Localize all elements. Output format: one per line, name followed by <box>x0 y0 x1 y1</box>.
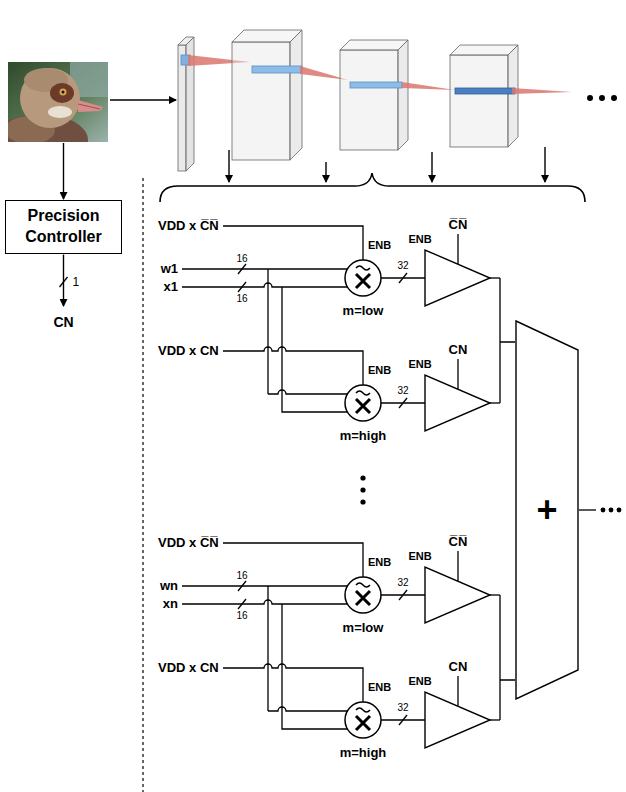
bus-width-slash <box>399 715 407 725</box>
mode-label: m=high <box>340 428 387 444</box>
continuation-dot <box>617 508 622 513</box>
supply-label: VDD x C̅N̅ <box>158 535 219 551</box>
bus-width: 16 <box>236 570 247 582</box>
control-signal: C̅N̅ <box>449 534 468 550</box>
control-wire <box>457 551 458 581</box>
multiply-cross <box>356 591 370 605</box>
signal-name: x1 <box>164 279 178 295</box>
enable-label: ENB <box>408 358 431 371</box>
bus-width-slash <box>399 273 407 283</box>
buffer-output <box>490 277 500 278</box>
enable-label: ENB <box>368 681 391 694</box>
bus-width: 32 <box>397 702 408 714</box>
supply-wire <box>223 347 363 385</box>
continuation-dots <box>587 95 617 101</box>
dashed-divider <box>142 178 143 792</box>
multiplier-symbol <box>345 385 381 421</box>
bus-width-slash <box>238 581 246 591</box>
weight-tap <box>267 269 268 394</box>
bird-photo <box>8 62 108 142</box>
buffer-output <box>490 594 500 595</box>
signal-name: wn <box>160 578 178 594</box>
bus-width-slash <box>238 282 246 292</box>
control-wire <box>457 359 458 389</box>
enable-label: ENB <box>408 233 431 246</box>
cn-output-arrow <box>63 255 64 306</box>
supply-label: VDD x CN <box>158 343 219 359</box>
photo-to-controller-arrow <box>63 143 64 199</box>
control-wire <box>457 676 458 706</box>
vertical-ellipsis <box>360 475 365 480</box>
multiply-cross <box>356 399 370 413</box>
bus-width-slash <box>238 264 246 274</box>
bus-width-slash <box>60 277 68 287</box>
bus-width-slash <box>399 590 407 600</box>
mode-label: m=low <box>343 303 384 319</box>
curly-brace <box>160 173 585 202</box>
enable-label: ENB <box>368 556 391 569</box>
bus-width: 16 <box>236 253 247 265</box>
weight-tap <box>268 707 347 711</box>
supply-label: VDD x C̅N̅ <box>158 218 219 234</box>
activation-bus <box>182 600 347 604</box>
bus-width: 16 <box>236 293 247 305</box>
signal-name: xn <box>163 596 178 612</box>
activation-bus <box>182 283 347 287</box>
mode-label: m=low <box>343 620 384 636</box>
enable-label: ENB <box>368 239 391 252</box>
bus-width: 32 <box>397 260 408 272</box>
vertical-ellipsis <box>360 499 365 504</box>
multiplier-symbol <box>345 260 381 296</box>
controller-label: Precision Controller <box>10 206 117 248</box>
signal-name: w1 <box>161 261 178 277</box>
multiply-cross <box>356 716 370 730</box>
approx-tilde <box>356 391 370 395</box>
weight-tap <box>268 390 347 394</box>
merge-wire <box>500 595 515 720</box>
multiplier-symbol <box>345 577 381 613</box>
enable-label: ENB <box>368 364 391 377</box>
enable-label: ENB <box>408 675 431 688</box>
adder-block: + <box>515 320 579 700</box>
bus-width: 1 <box>73 275 80 289</box>
approx-tilde <box>356 266 370 270</box>
buffer-output <box>490 719 500 720</box>
controller-box: Precision Controller <box>5 200 122 254</box>
bus-width: 16 <box>236 610 247 622</box>
enable-label: ENB <box>408 550 431 563</box>
control-signal: CN <box>449 342 468 358</box>
supply-wire <box>223 664 363 702</box>
approx-tilde <box>356 583 370 587</box>
continuation-dot <box>601 508 606 513</box>
weight-bus <box>182 268 347 269</box>
cnn-layers <box>178 30 572 171</box>
multiply-cross <box>356 274 370 288</box>
approx-tilde <box>356 708 370 712</box>
input-arrow <box>110 99 176 100</box>
adder-sign: + <box>536 492 557 528</box>
bus-width: 32 <box>397 385 408 397</box>
activation-tap <box>282 604 347 729</box>
mode-label: m=high <box>340 745 387 761</box>
bus-width: 32 <box>397 577 408 589</box>
tap-arrows <box>229 147 545 182</box>
control-signal: C̅N̅ <box>449 217 468 233</box>
bus-width-slash <box>238 599 246 609</box>
vertical-ellipsis <box>360 487 365 492</box>
activation-tap <box>282 287 347 412</box>
weight-bus <box>182 585 347 586</box>
control-signal: CN <box>449 659 468 675</box>
buffer-output <box>490 402 500 403</box>
supply-label: VDD x CN <box>158 660 219 676</box>
bus-width-slash <box>399 398 407 408</box>
adder-outline <box>516 321 578 699</box>
adder-output <box>579 509 596 510</box>
continuation-dot <box>609 508 614 513</box>
control-wire <box>457 234 458 264</box>
merge-wire <box>500 278 515 403</box>
multiplier-symbol <box>345 702 381 738</box>
weight-tap <box>267 586 268 711</box>
signal-name: CN <box>53 314 73 331</box>
